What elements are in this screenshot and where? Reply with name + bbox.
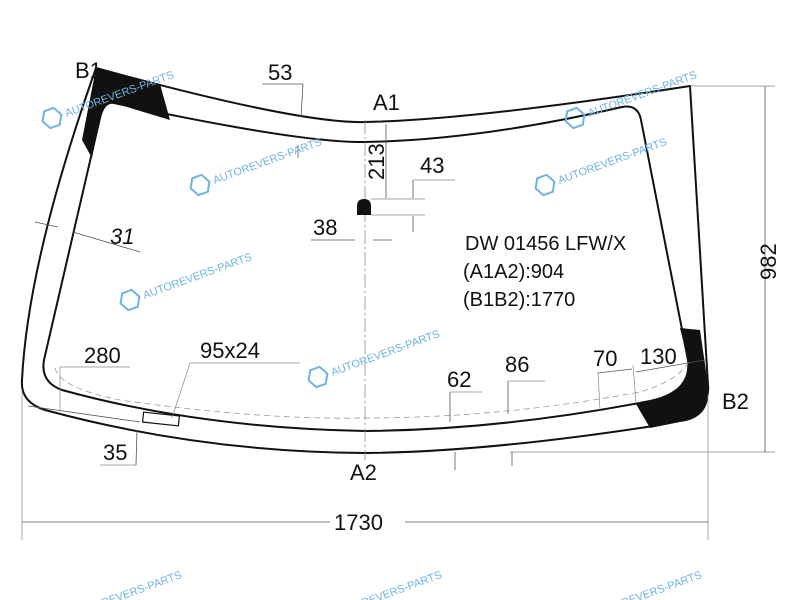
svg-text:AUTOREVERS-PARTS: AUTOREVERS-PARTS xyxy=(71,569,183,600)
height-spec: (A1A2):904 xyxy=(463,261,564,283)
dim-bottom-86: 86 xyxy=(505,352,529,377)
black-print-top-left xyxy=(82,68,170,158)
part-code: DW 01456 LFW/X xyxy=(465,233,626,255)
watermark: AUTOREVERS-PARTS xyxy=(119,251,254,312)
watermark: AUTOREVERS-PARTS xyxy=(307,328,442,389)
watermark: AUTOREVERS-PARTS xyxy=(564,69,699,130)
watermark-logo-icon xyxy=(119,288,141,312)
point-b2-label: B2 xyxy=(722,389,749,414)
watermark: AUTOREVERS-PARTS xyxy=(189,136,324,197)
black-print-bottom-right xyxy=(636,328,709,428)
dim-sensor-height: 43 xyxy=(420,153,444,178)
watermark: AUTOREVERS-PARTS xyxy=(534,136,669,197)
vin-window xyxy=(141,411,181,427)
dim-top-band: 53 xyxy=(268,60,292,85)
svg-text:AUTOREVERS-PARTS: AUTOREVERS-PARTS xyxy=(141,251,253,302)
watermark: AUTOREVERS-PARTS xyxy=(71,569,183,600)
svg-text:AUTOREVERS-PARTS: AUTOREVERS-PARTS xyxy=(591,569,703,600)
dim-corner-70: 70 xyxy=(593,346,617,371)
sensor-pad xyxy=(357,199,371,215)
dim-sensor-from-top: 213 xyxy=(364,143,389,180)
watermark: AUTOREVERS-PARTS xyxy=(331,569,443,600)
dim-bottom-35: 35 xyxy=(103,440,127,465)
dimension-lines xyxy=(21,83,775,540)
point-a2-label: A2 xyxy=(350,460,377,485)
svg-text:AUTOREVERS-PARTS: AUTOREVERS-PARTS xyxy=(331,569,443,600)
dim-overall-height: 982 xyxy=(756,243,781,280)
width-spec: (B1B2):1770 xyxy=(463,289,575,311)
watermark-logo-icon xyxy=(534,173,556,197)
dim-overall-width: 1730 xyxy=(334,510,383,535)
dim-left-offset: 280 xyxy=(84,343,121,368)
point-b1-label: B1 xyxy=(75,58,102,83)
dim-sensor-width: 38 xyxy=(313,215,337,240)
svg-text:AUTOREVERS-PARTS: AUTOREVERS-PARTS xyxy=(586,69,698,120)
watermark-logo-icon xyxy=(41,106,63,130)
dim-corner-130: 130 xyxy=(640,344,677,369)
watermark: AUTOREVERS-PARTS xyxy=(591,569,703,600)
watermark-logo-icon xyxy=(189,173,211,197)
svg-text:AUTOREVERS-PARTS: AUTOREVERS-PARTS xyxy=(211,136,323,187)
watermark-logo-icon xyxy=(564,106,586,130)
dim-side-band: 31 xyxy=(110,224,134,249)
dim-vin-window: 95x24 xyxy=(200,338,260,363)
glass-outer-edge xyxy=(20,66,710,455)
watermark-logo-icon xyxy=(307,365,329,389)
glass-inner-edge xyxy=(42,101,690,433)
svg-text:AUTOREVERS-PARTS: AUTOREVERS-PARTS xyxy=(329,328,441,379)
dim-bottom-62: 62 xyxy=(447,367,471,392)
point-a1-label: A1 xyxy=(373,90,400,115)
